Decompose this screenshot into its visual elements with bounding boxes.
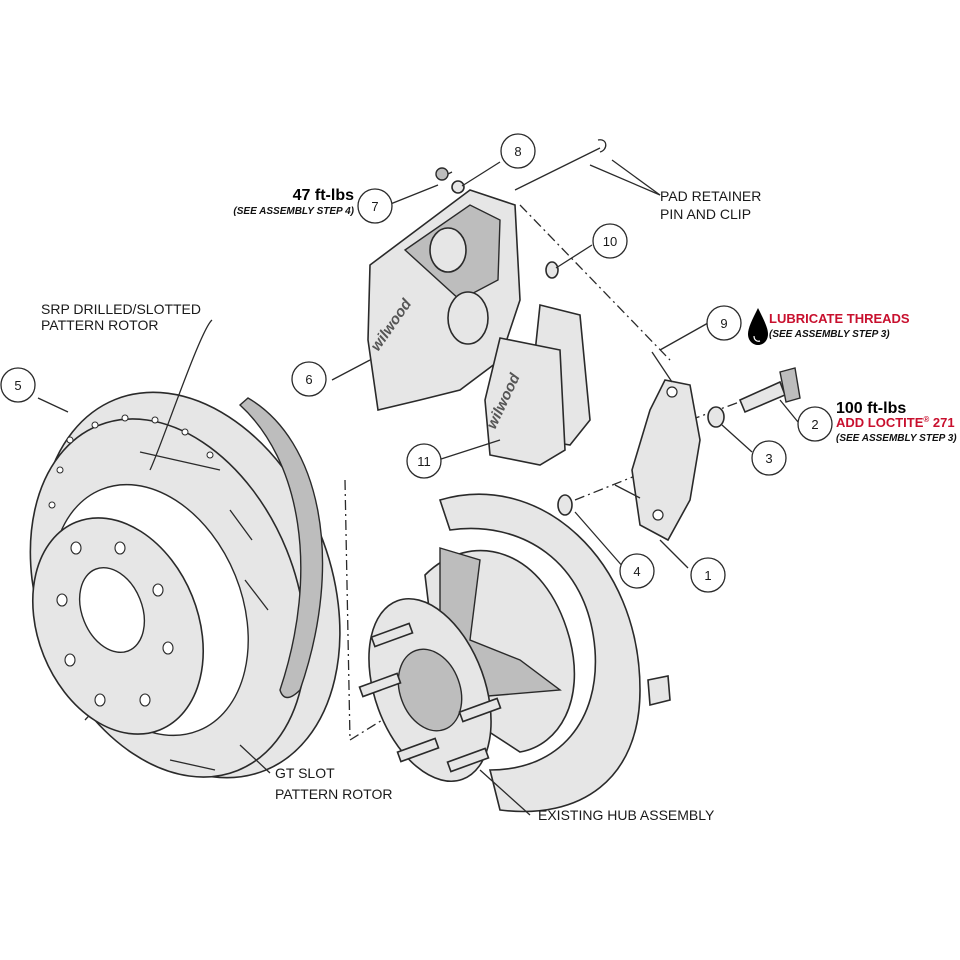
callout-bubble-2: 2	[797, 406, 833, 442]
pad-retainer-pin	[514, 139, 607, 191]
loctite-note: ADD LOCTITE® 271	[836, 415, 955, 430]
assembly-step-note-2: (SEE ASSEMBLY STEP 3)	[836, 433, 957, 444]
svg-text:11: 11	[417, 454, 431, 469]
svg-text:1: 1	[704, 568, 711, 583]
svg-text:3: 3	[765, 451, 772, 466]
loctite-text: ADD LOCTITE	[836, 415, 924, 430]
callout-bubble-4: 4	[619, 553, 655, 589]
brake-pads: wilwood	[483, 304, 591, 466]
callout-bubble-11: 11	[406, 443, 442, 479]
svg-text:10: 10	[603, 234, 617, 249]
torque-spec-2: 100 ft-lbs	[836, 400, 906, 417]
assembly-step-note-7: (SEE ASSEMBLY STEP 4)	[233, 206, 354, 217]
gt-rotor-label-line1: GT SLOT	[275, 765, 335, 781]
svg-text:2: 2	[811, 417, 818, 432]
washer-4	[557, 494, 573, 516]
callout-bubble-9: 9	[706, 305, 742, 341]
oil-drop-icon	[748, 308, 768, 345]
svg-text:9: 9	[720, 316, 727, 331]
torque-spec-7: 47 ft-lbs	[293, 187, 354, 204]
gt-rotor-label-line2: PATTERN ROTOR	[275, 786, 392, 802]
hub-assembly-label: EXISTING HUB ASSEMBLY	[538, 807, 715, 823]
caliper-bracket	[614, 351, 701, 542]
loctite-registered-mark: ®	[923, 415, 929, 424]
pad-retainer-label-line1: PAD RETAINER	[660, 188, 761, 204]
svg-text:8: 8	[514, 144, 521, 159]
lubricate-threads-note: LUBRICATE THREADS	[769, 311, 910, 326]
callout-bubble-6: 6	[291, 361, 327, 397]
svg-text:6: 6	[305, 372, 312, 387]
washer-10	[545, 261, 559, 279]
callout-bubble-3: 3	[751, 440, 787, 476]
svg-text:5: 5	[14, 378, 21, 393]
loctite-number: 271	[929, 415, 954, 430]
washer-3	[707, 406, 725, 428]
callout-bubble-8: 8	[500, 133, 536, 169]
assembly-step-note-9: (SEE ASSEMBLY STEP 3)	[769, 329, 890, 340]
svg-text:4: 4	[633, 564, 640, 579]
svg-text:7: 7	[371, 199, 378, 214]
caliper: wilwood	[367, 167, 521, 411]
callout-bubble-5: 5	[0, 367, 36, 403]
callout-bubble-10: 10	[592, 223, 628, 259]
srp-rotor-label-line2: PATTERN ROTOR	[41, 317, 158, 333]
srp-rotor-label-line1: SRP DRILLED/SLOTTED	[41, 301, 201, 317]
mounting-bolt	[738, 367, 801, 414]
leader-lines	[37, 159, 799, 816]
callout-bubble-7: 7	[357, 188, 393, 224]
callout-bubble-1: 1	[690, 557, 726, 593]
rotor	[29, 391, 341, 779]
hub-assembly	[358, 493, 671, 813]
pad-retainer-label-line2: PIN AND CLIP	[660, 206, 751, 222]
